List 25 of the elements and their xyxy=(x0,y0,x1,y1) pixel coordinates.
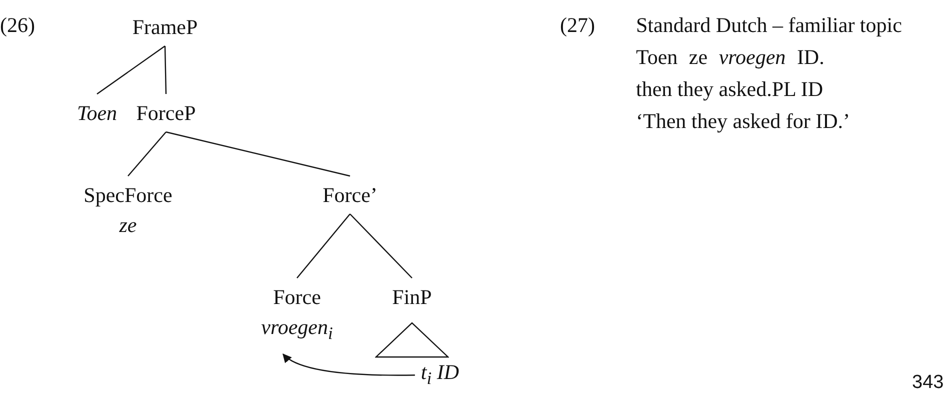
tree-word: ze xyxy=(118,212,138,239)
tree-node-label: ForceP xyxy=(136,100,196,127)
example-number: (27) xyxy=(560,12,595,38)
tree-word: vroegen$_{i}$ xyxy=(261,314,333,346)
tree-branch xyxy=(166,131,350,177)
tree-node-label: SpecForce xyxy=(84,182,172,209)
gloss-line: then they asked.PL ID xyxy=(636,76,824,102)
tree-node-label: FinP xyxy=(392,284,432,311)
tree-branch xyxy=(128,132,166,176)
tree-node-label: Toen xyxy=(76,100,118,127)
tree-node-label: Force’ xyxy=(322,182,378,209)
tree-branch xyxy=(350,214,412,278)
tree-node-label: Force xyxy=(272,284,322,311)
example-heading: Standard Dutch – familiar topic xyxy=(636,12,902,38)
movement-arrow xyxy=(282,354,415,376)
page-number: 343 xyxy=(912,371,944,395)
tree-branch xyxy=(296,214,350,278)
gloss-line: Toen ze vroegen ID. xyxy=(636,44,824,70)
tree-node-label: t$_{i}$ ID xyxy=(420,359,460,390)
translation: ‘Then they asked for ID.’ xyxy=(636,108,850,134)
tree-branch xyxy=(164,46,167,94)
tree-branch xyxy=(96,46,166,94)
tree-node-label: FrameP xyxy=(132,14,198,41)
example-number: (26) xyxy=(0,12,35,38)
roof-triangle xyxy=(375,322,449,358)
